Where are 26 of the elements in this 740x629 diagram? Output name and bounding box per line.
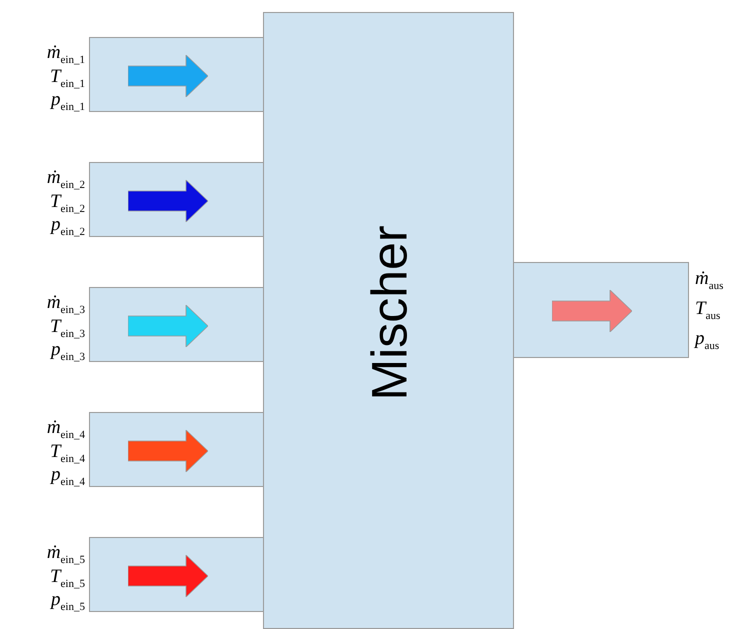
variable-label: p$_{ein_4}$ xyxy=(51,465,85,490)
mixer-label: Mischer xyxy=(360,225,418,401)
pipe-box xyxy=(89,37,264,112)
variable-label: T$_{ein_1}$ xyxy=(50,66,85,92)
pipe-box xyxy=(89,537,264,612)
variable-label: p$_{ein_1}$ xyxy=(51,90,85,116)
pipe-box xyxy=(513,262,689,358)
variable-label: p$_{aus}$ xyxy=(695,329,720,354)
variable-label: ṁ$_{ein_5}$ xyxy=(46,543,85,568)
variable-label: ṁ$_{aus}$ xyxy=(695,269,724,294)
variable-label: ṁ$_{ein_2}$ xyxy=(46,168,85,194)
variable-label: ṁ$_{ein_3}$ xyxy=(46,293,85,318)
variable-label: T$_{ein_2}$ xyxy=(50,192,85,217)
variable-label: T$_{ein_3}$ xyxy=(50,316,85,342)
variable-label: ṁ$_{ein_4}$ xyxy=(46,418,85,444)
variable-label: ṁ$_{ein_1}$ xyxy=(46,43,85,68)
variable-label: T$_{aus}$ xyxy=(695,299,720,324)
variable-label: p$_{ein_5}$ xyxy=(51,590,85,616)
variable-label: T$_{ein_5}$ xyxy=(50,566,85,592)
variable-label: p$_{ein_2}$ xyxy=(51,215,85,240)
variable-label: p$_{ein_3}$ xyxy=(51,340,85,366)
mixer-box xyxy=(263,12,514,629)
variable-label: T$_{ein_4}$ xyxy=(50,442,85,467)
pipe-box xyxy=(89,287,264,362)
pipe-box xyxy=(89,412,264,487)
pipe-box xyxy=(89,162,264,237)
